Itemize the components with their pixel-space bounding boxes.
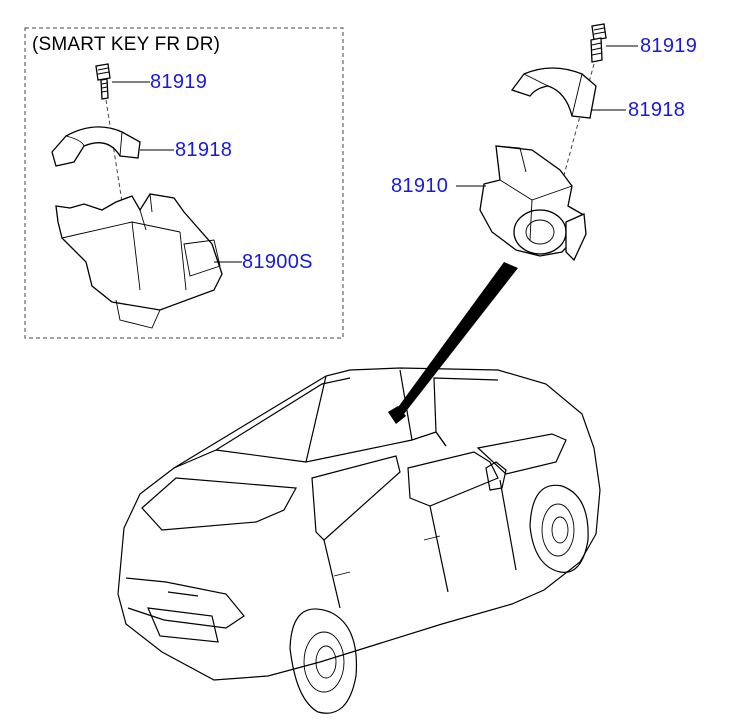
label-inset-bolt: 81919 — [150, 71, 208, 93]
main-lock — [479, 145, 587, 262]
inset-frame — [24, 27, 344, 339]
inset-bolt — [95, 63, 111, 100]
main-bolt — [590, 23, 607, 63]
main-cover — [510, 67, 597, 119]
inset-title: (SMART KEY FR DR) — [32, 34, 221, 55]
inset-cover — [51, 126, 141, 167]
label-inset-cover: 81918 — [175, 139, 233, 161]
label-main-bolt: 81919 — [640, 35, 698, 57]
callout-marker — [388, 406, 406, 424]
label-main-lock: 81910 — [391, 175, 449, 197]
callout-wedge — [396, 262, 518, 414]
label-inset-module: 81900S — [242, 251, 313, 273]
inset-module — [55, 193, 223, 329]
label-main-cover: 81918 — [628, 99, 686, 121]
vehicle-outline — [117, 367, 601, 714]
